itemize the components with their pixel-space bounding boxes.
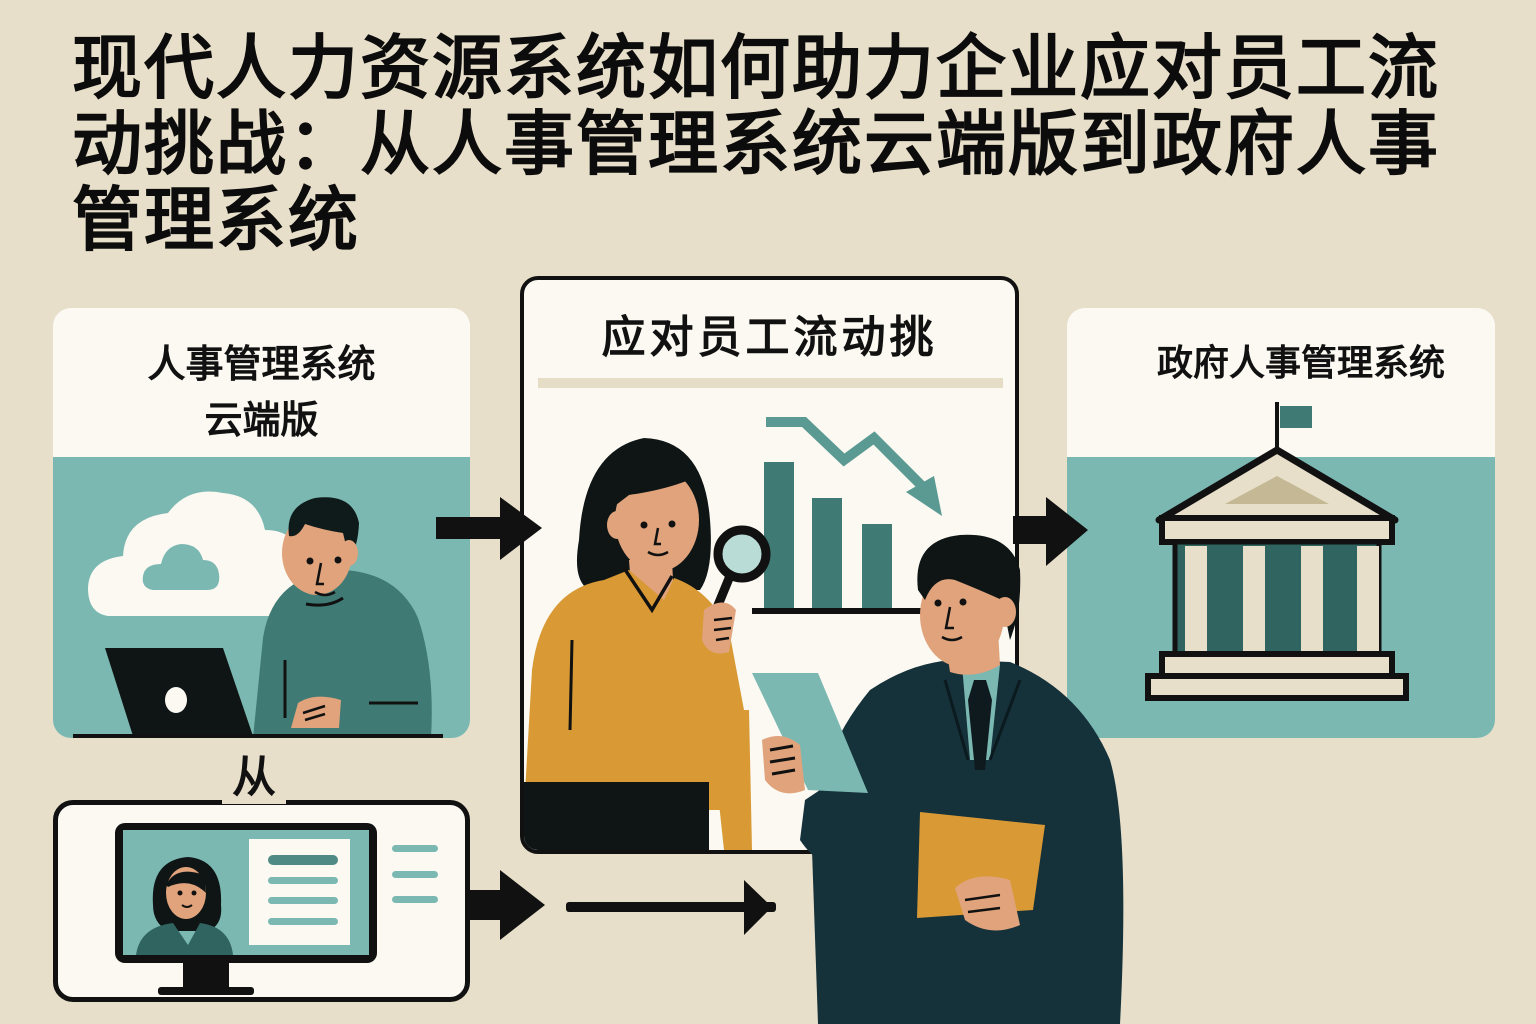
title-line-3: 管理系统	[72, 179, 360, 261]
from-label: 从	[222, 752, 286, 804]
profile-card-icon	[249, 839, 350, 945]
panel-label: 应对员工流动挑	[601, 312, 938, 363]
main-title: 现代人力资源系统如何助力企业应对员工流 动挑战：从人事管理系统云端版到政府人事 …	[72, 30, 1512, 258]
panel-label: 政府人事管理系统	[1156, 343, 1445, 384]
trend-down-arrow-icon	[766, 417, 942, 516]
arrow-right-icon	[470, 870, 545, 940]
divider	[538, 378, 1003, 388]
person-icon	[524, 438, 752, 850]
magnifying-glass-icon	[702, 525, 771, 654]
panel-turnover-challenge: 应对员工流动挑	[520, 276, 1019, 854]
panel-employee-profile	[53, 800, 470, 1002]
cloud-icon	[88, 491, 304, 616]
panel-label-line-1: 人事管理系统	[147, 342, 376, 386]
government-building-icon	[1145, 446, 1409, 701]
panel-cloud-hr-system: 人事管理系统 云端版	[53, 308, 470, 738]
title-line-2: 动挑战：从人事管理系统云端版到政府人事	[72, 103, 1440, 185]
person-icon	[136, 857, 233, 955]
arrow-right-icon	[566, 880, 776, 935]
flag-icon	[1275, 402, 1312, 452]
declining-bar-chart-icon	[752, 462, 922, 614]
panel-label-line-2: 云端版	[204, 398, 319, 442]
person-icon	[253, 497, 432, 738]
list-lines-icon	[392, 845, 438, 903]
laptop-icon	[73, 648, 443, 738]
panel-government-hr-system: 政府人事管理系统	[1067, 308, 1495, 738]
panel-label: 人事管理系统 云端版	[53, 336, 470, 448]
title-line-1: 现代人力资源系统如何助力企业应对员工流	[72, 27, 1440, 109]
